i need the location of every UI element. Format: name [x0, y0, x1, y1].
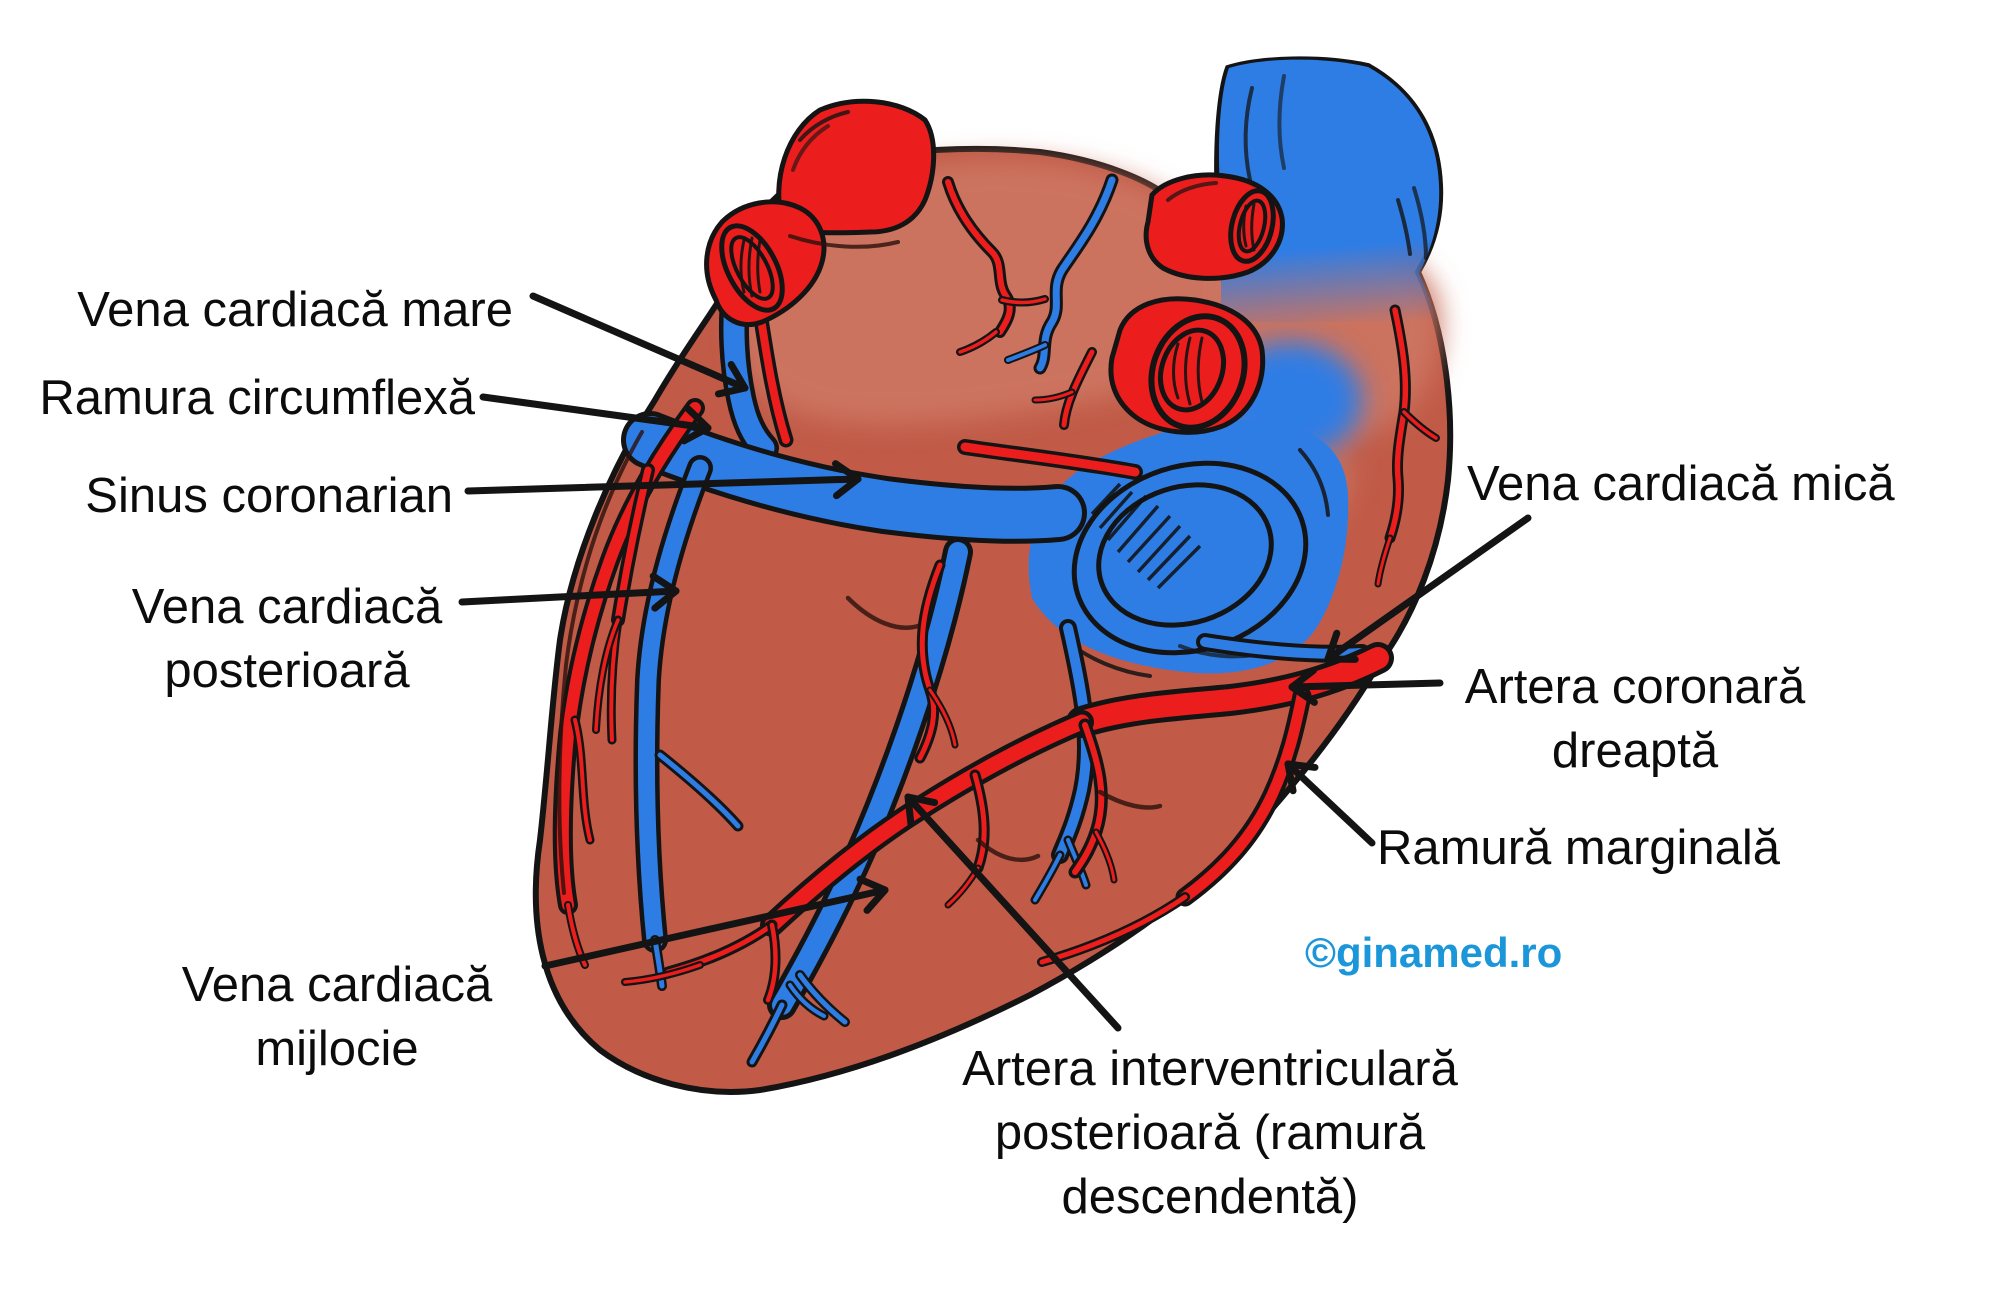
- label-ramura-marginala: Ramură marginală: [1377, 821, 1781, 875]
- watermark-ginamed: ©ginamed.ro: [1305, 929, 1563, 976]
- leader-vena-cardiaca-mica: [1324, 514, 1532, 663]
- right-coronary-artery: [1066, 642, 1394, 738]
- leader-ramura-circumflexa: [479, 393, 712, 445]
- mid-ventricular-red-twig: [914, 559, 959, 764]
- surface-creases: [557, 234, 1163, 895]
- leader-artera-coronara-dreapta: [1288, 666, 1444, 706]
- pulmonary-stub-right-upper: [1143, 172, 1285, 281]
- pulmonary-stub-left-tube: [704, 199, 827, 328]
- pulmonary-stub-left-bump: [776, 98, 937, 236]
- label-sinus-coronarian: Sinus coronarian: [85, 469, 453, 523]
- leader-lines: [458, 292, 1532, 1032]
- svc-sketch-lines: [1243, 74, 1428, 260]
- middle-cardiac-vein: [746, 537, 973, 1068]
- marginal-branch-artery: [1037, 686, 1312, 967]
- label-artera-interventriculara: Artera interventriculară posterioară (ra…: [962, 1042, 1458, 1224]
- atrial-red-twig-lower: [1031, 347, 1097, 430]
- coronary-sinus-vessel: [621, 411, 1087, 544]
- leader-vena-cardiaca-mare: [529, 292, 749, 398]
- atrial-red-twig: [942, 176, 1049, 356]
- apex-blue-twig: [785, 980, 829, 1021]
- ivc-opening-inner: [1096, 482, 1274, 628]
- right-edge-artery-twig: [1374, 304, 1440, 588]
- leader-vena-cardiaca-posterioara: [458, 572, 680, 612]
- ivc-opening-hatching: [1090, 482, 1202, 590]
- atrial-blue-twig: [1004, 173, 1119, 375]
- label-vena-cardiaca-mare: Vena cardiacă mare: [77, 283, 513, 337]
- artery-above-sinus: [957, 439, 1143, 480]
- label-ramura-circumflexa: Ramura circumflexă: [39, 371, 475, 425]
- pulmonary-stub-right-lower: [1108, 296, 1266, 435]
- label-artera-coronara-dreapta: Artera coronară dreaptă: [1464, 660, 1806, 778]
- label-vena-cardiaca-posterioara: Vena cardiacă posterioară: [131, 580, 443, 698]
- leader-ramura-marginala: [1284, 760, 1376, 847]
- label-vena-cardiaca-mica: Vena cardiacă mică: [1467, 457, 1895, 511]
- rca-descending-twig: [1068, 718, 1118, 884]
- label-vena-cardiaca-mijlocie: Vena cardiacă mijlocie: [181, 958, 493, 1076]
- leader-artera-interventriculara: [904, 793, 1122, 1032]
- posterior-left-ventricle-vein: [633, 455, 744, 991]
- leader-vena-cardiaca-mijlocie: [541, 875, 889, 970]
- right-posterior-vein-branch: [1030, 619, 1096, 905]
- superior-vena-cava-shape: [1218, 59, 1440, 322]
- leader-sinus-coronarian: [464, 460, 862, 500]
